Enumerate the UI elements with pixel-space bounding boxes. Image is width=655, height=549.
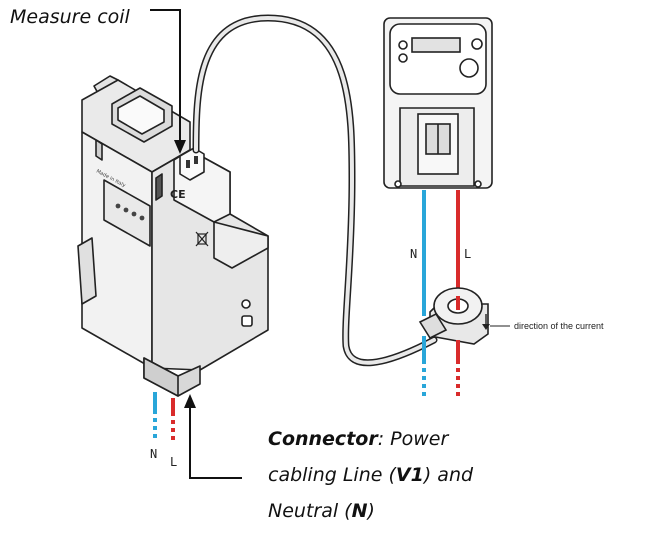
supply-meter (383, 17, 493, 189)
measure-coil-clamp (418, 287, 489, 345)
ce-mark: CE (170, 188, 186, 201)
current-direction-arrow-icon (482, 314, 510, 330)
cabling-line-text: cabling Line ( (268, 464, 396, 486)
module-neutral-label: N (150, 447, 157, 461)
supply-neutral-label: N (410, 247, 417, 261)
neutral-text: Neutral ( (268, 500, 352, 522)
connector-callout (184, 394, 242, 479)
connector-caption-line2: cabling Line (V1) and (268, 464, 473, 486)
v1-terminal: V1 (395, 464, 424, 486)
connector-title: Connector (268, 428, 378, 450)
measure-coil-callout (150, 9, 186, 154)
direction-of-current-label: direction of the current (514, 321, 604, 331)
connector-title-suffix: : Power (377, 428, 449, 450)
energy-meter-module (77, 75, 269, 397)
connector-caption-line3: Neutral (N) (268, 500, 375, 522)
measure-coil-label: Measure coil (10, 6, 130, 28)
coil-cable (192, 14, 438, 367)
module-line-label: L (170, 455, 177, 469)
cabling-line-suffix: ) and (423, 464, 474, 486)
weee-bin-icon (195, 231, 209, 247)
connector-caption-line1: Connector: Power (268, 428, 448, 450)
neutral-suffix: ) (367, 500, 375, 522)
n-terminal: N (351, 500, 368, 522)
supply-line-label: L (464, 247, 471, 261)
